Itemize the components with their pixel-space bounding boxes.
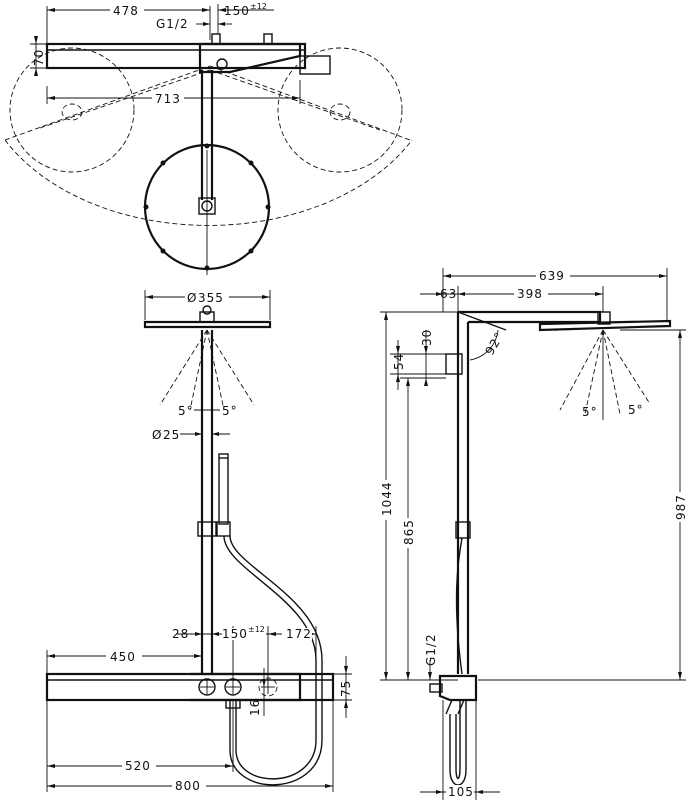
dim-398-label: 398 [517,287,543,301]
top-view: 478 150 ±12 G1/2 70 713 [4,2,413,275]
tol-150-top-label: ±12 [250,2,267,11]
shelf-front [45,672,335,702]
dim-25-label: 25 [163,428,180,442]
dim-28-label: 28 [172,627,189,641]
dim-1044-label: 1044 [380,481,394,516]
dia-355-symbol: Ø [187,291,197,305]
head-shower-front [143,320,272,329]
dim-105-label: 105 [448,785,474,799]
dim-54-label: 54 [392,353,406,370]
side-angle-left-label: 5° [582,405,598,419]
dim-355-label: 355 [198,291,224,305]
dim-450-label: 450 [110,650,136,664]
dim-639-label: 639 [539,269,565,283]
head-shower-side [538,319,672,332]
angle-left-label: 5° [178,404,194,418]
dim-16-label: 16 [248,699,262,716]
dim-172-label: 172 [286,627,312,641]
side-angle-right-label: 5° [628,403,644,417]
angle-92-label: 92° [482,329,506,357]
angle-right-label: 5° [222,404,238,418]
hose [223,535,317,780]
dim-63-label: 63 [440,287,457,301]
dim-987-label: 987 [674,494,686,520]
swing-circle-right [277,47,403,173]
dim-520-label: 520 [125,759,151,773]
dim-150-top-label: 150 [224,4,250,18]
swing-circle-left [9,47,135,173]
dim-150-front-label: 150 [222,627,248,641]
front-view: Ø 355 5° 5° Ø 25 [45,290,353,793]
dim-30-label: 30 [420,329,434,346]
dim-75-label: 75 [339,680,353,697]
dim-865-label: 865 [402,519,416,545]
g12-top-label: G1/2 [156,17,189,31]
g12-side-label: G1/2 [424,633,438,666]
dim-800-label: 800 [175,779,201,793]
side-view: 5° 5° 92° 639 63 398 1044 [378,268,686,800]
dim-478-label: 478 [113,4,139,18]
dia-25-symbol: Ø [152,428,162,442]
hand-shower [218,453,229,525]
dim-713-label: 713 [155,92,181,106]
tol-150-front-label: ±12 [248,625,265,634]
swing-arc [4,139,413,226]
dim-70-label: 70 [32,49,46,66]
